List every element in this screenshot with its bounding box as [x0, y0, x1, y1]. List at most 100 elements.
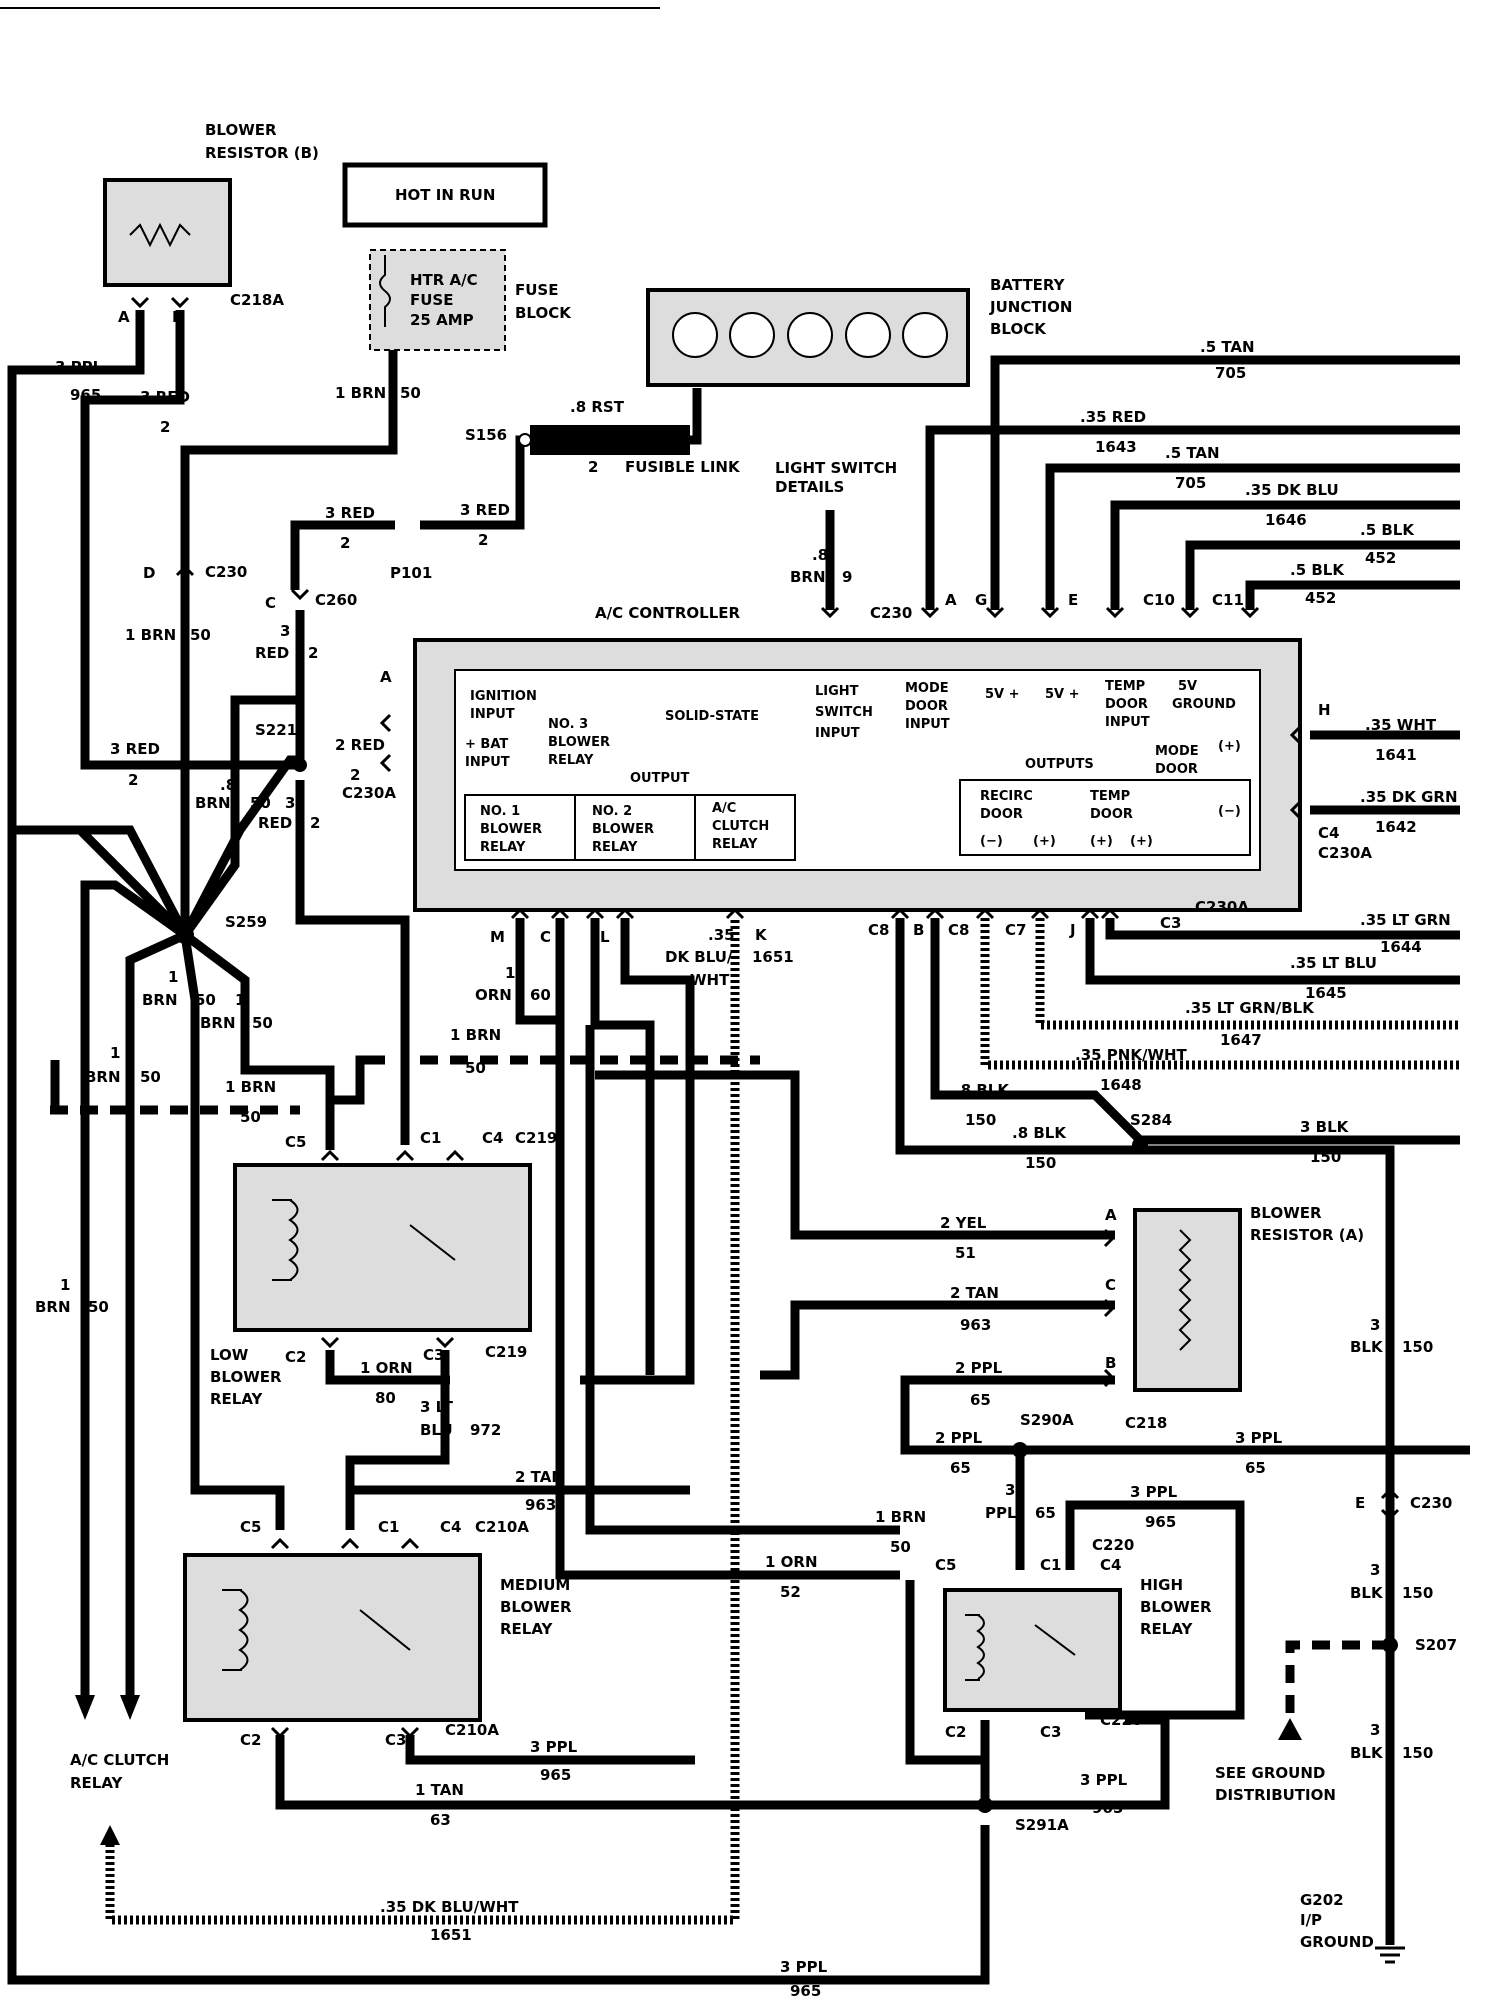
fuse-block-l2: BLOCK — [515, 304, 572, 322]
ctrl-ac-l1: A/C — [712, 801, 736, 816]
c-1648: 1648 — [1100, 1076, 1142, 1094]
low-relay-coil — [272, 1199, 299, 1281]
c220-top: C220 — [1092, 1536, 1134, 1554]
w-1tan: 1 TAN — [415, 1781, 464, 1799]
high-relay-coil — [965, 1614, 985, 1681]
brn-s259: BRN — [195, 794, 231, 812]
ctrl-ac-l2: CLUTCH — [712, 819, 769, 834]
wire-1643 — [925, 425, 1460, 610]
high-relay-l1: HIGH — [1140, 1576, 1183, 1594]
c3-low: C3 — [423, 1346, 444, 1364]
c11-ctrl-top: C11 — [1212, 591, 1244, 609]
c220-bot: C220 — [1100, 1711, 1142, 1729]
ac-clutch-l1: A/C CLUTCH — [70, 1751, 169, 1769]
w-3-s259: 3 — [285, 794, 295, 812]
w-35red: .35 RED — [1080, 408, 1146, 426]
ctrl-no2-l2: BLOWER — [592, 822, 654, 837]
wire-s259-up — [181, 695, 300, 938]
battery-stud-1 — [672, 312, 718, 358]
battery-stud-3 — [787, 312, 833, 358]
p101-label: P101 — [390, 564, 432, 582]
wire-1orn-80 — [325, 1350, 450, 1385]
c-50-h: 50 — [890, 1538, 911, 1556]
c230a-left: C230A — [342, 784, 396, 802]
c210a-bot: C210A — [445, 1721, 499, 1739]
w-3-red: 3 — [280, 622, 290, 640]
c218-label: C218 — [1125, 1414, 1167, 1432]
w-3ppl-s291: 3 PPL — [1080, 1771, 1128, 1789]
ctrl-md-l2: DOOR — [905, 699, 948, 714]
w-1-c: 1 — [110, 1044, 120, 1062]
labels: HOT IN RUN BLOWER RESISTOR (B) C218A A B… — [35, 121, 1458, 1998]
c-50-fuse: 50 — [400, 384, 421, 402]
low-relay-l3: RELAY — [210, 1390, 264, 1408]
wire-150-a — [930, 918, 1144, 1144]
c-2a: 2 — [160, 418, 170, 436]
c-60: 60 — [530, 986, 551, 1004]
high-relay-switch — [1034, 1624, 1076, 1656]
ctrl-output: OUTPUT — [630, 771, 690, 786]
wire-1648 — [980, 918, 1460, 1070]
fuse-block-l1: FUSE — [515, 281, 558, 299]
w-2tan-r: 2 TAN — [950, 1284, 999, 1302]
ctrl-td-l2: DOOR — [1105, 697, 1148, 712]
orn-60: ORN — [475, 986, 512, 1004]
ground-dist-l2: DISTRIBUTION — [1215, 1786, 1336, 1804]
c5-low: C5 — [285, 1133, 306, 1151]
w-1-f: 1 — [60, 1276, 70, 1294]
c-50-a: 50 — [195, 991, 216, 1009]
a-ctrl-top: A — [945, 591, 957, 609]
ctrl-no2-l1: NO. 2 — [592, 804, 632, 819]
wire-fl-battery — [690, 388, 702, 445]
ctrl-rec-l2: DOOR — [980, 807, 1023, 822]
w-3-ppl-s: 3 — [1005, 1481, 1015, 1499]
c8-label-b: C8 — [948, 921, 969, 939]
w-1brn-left: 1 BRN — [125, 626, 176, 644]
medium-relay-l1: MEDIUM — [500, 1576, 570, 1594]
c1-high: C1 — [1040, 1556, 1061, 1574]
c-2-s221: 2 — [308, 644, 318, 662]
ppl-s: PPL — [985, 1504, 1017, 1522]
low-relay-l2: BLOWER — [210, 1368, 282, 1386]
fuse-box — [369, 249, 506, 351]
w-3ppl-h: 3 PPL — [1130, 1483, 1178, 1501]
e-ctrl-top: E — [1068, 591, 1078, 609]
c5-med: C5 — [240, 1518, 261, 1536]
c2-high: C2 — [945, 1723, 966, 1741]
ground-arrow — [1278, 1718, 1302, 1740]
s156-label: S156 — [465, 426, 507, 444]
ctrl-pm2: (+) — [1033, 834, 1056, 849]
wire-150-down — [1140, 1145, 1395, 1640]
w-35-k: .35 — [708, 926, 735, 944]
light-switch-l2: DETAILS — [775, 478, 844, 496]
w-5blk-a: .5 BLK — [1360, 521, 1415, 539]
s207-label: S207 — [1415, 1636, 1457, 1654]
w-35dkblu: .35 DK BLU — [1245, 481, 1339, 499]
c230-label-left: C230 — [205, 563, 247, 581]
w-3red-p101a: 3 RED — [325, 504, 375, 522]
ctrl-ls-l3: INPUT — [815, 726, 860, 741]
ac-clutch-l2: RELAY — [70, 1774, 124, 1792]
blower-resistor-a-box — [1133, 1208, 1242, 1392]
c-1643: 1643 — [1095, 438, 1137, 456]
w-3lt: 3 LT — [420, 1398, 454, 1416]
w-3red-mid: 3 RED — [110, 740, 160, 758]
splice-s207 — [1382, 1637, 1398, 1653]
c5-high: C5 — [935, 1556, 956, 1574]
blower-resistor-a-l1: BLOWER — [1250, 1204, 1322, 1222]
pin-b-label: B — [172, 308, 183, 326]
c219-top: C219 — [515, 1129, 557, 1147]
connector-marks — [130, 296, 1400, 1739]
ctrl-no1-l2: BLOWER — [480, 822, 542, 837]
battery-stud-4 — [845, 312, 891, 358]
splice-s284 — [1132, 1137, 1148, 1153]
fuse-l1: HTR A/C — [410, 271, 478, 289]
wire-s259-g — [181, 755, 300, 938]
c-1645: 1645 — [1305, 984, 1347, 1002]
w-3red-p101b: 3 RED — [460, 501, 510, 519]
wire-ppl-65 — [900, 1375, 1115, 1455]
g202-l3: GROUND — [1300, 1933, 1374, 1951]
ctrl-ac-l3: RELAY — [712, 837, 758, 852]
wire-high-c2 — [905, 1580, 990, 1765]
c3-high: C3 — [1040, 1723, 1061, 1741]
